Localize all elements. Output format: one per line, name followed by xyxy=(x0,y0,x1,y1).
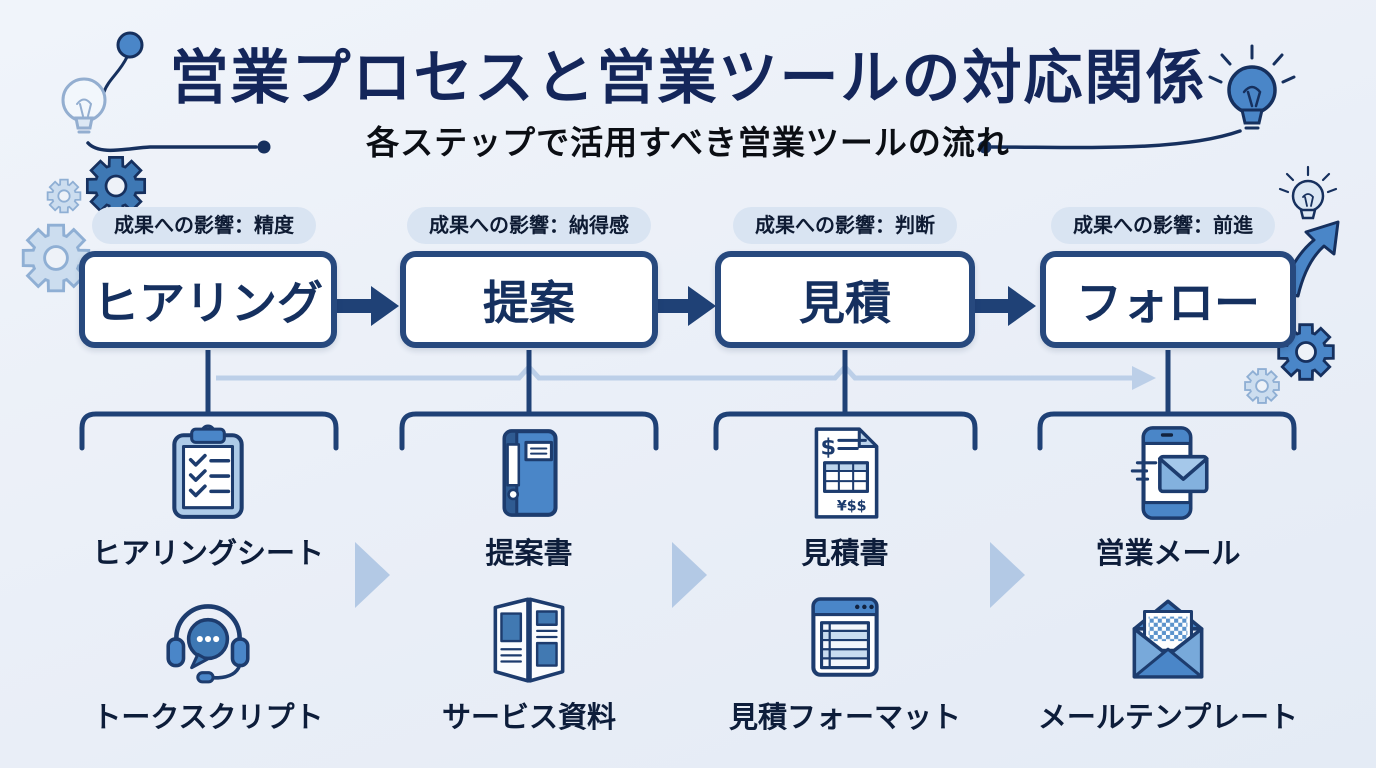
tools-bracket xyxy=(79,411,1297,451)
step-box-estimate: 見積 xyxy=(715,251,975,348)
clipboard-checklist-icon xyxy=(172,424,244,519)
tool-label: トークスクリプト xyxy=(92,700,324,734)
tool-label: 提案書 xyxy=(485,536,573,570)
step-box-hearing: ヒアリング xyxy=(79,251,337,348)
brochure-icon xyxy=(493,597,565,683)
svg-text:$: $ xyxy=(821,435,837,461)
impact-badge-hearing: 成果への影響：精度 xyxy=(92,207,316,244)
tool-label: 見積書 xyxy=(801,536,889,570)
step-connector xyxy=(205,350,1171,414)
svg-text:¥$$: ¥$$ xyxy=(837,499,867,515)
proposal-binder-icon xyxy=(502,429,558,517)
tool-label: メールテンプレート xyxy=(1037,700,1299,734)
phone-mail-icon xyxy=(1130,426,1209,520)
tool-label: ヒアリングシート xyxy=(91,536,325,570)
page-title: 営業プロセスと営業ツールの対応関係 xyxy=(169,43,1207,112)
impact-badge-follow: 成果への影響：前進 xyxy=(1051,207,1275,244)
lightbulb-small-icon xyxy=(1278,165,1338,220)
step-box-proposal: 提案 xyxy=(400,251,658,348)
mail-template-icon xyxy=(1132,599,1204,679)
headset-chat-icon xyxy=(166,604,250,684)
timeline-arrow xyxy=(216,363,1156,390)
impact-badge-proposal: 成果への影響：納得感 xyxy=(407,207,651,244)
next-triangle-icon xyxy=(355,542,1025,608)
step-box-follow: フォロー xyxy=(1040,251,1296,348)
tool-label: 見積フォーマット xyxy=(728,700,962,734)
tool-label: 営業メール xyxy=(1095,536,1241,570)
page-subtitle: 各ステップで活用すべき営業ツールの流れ xyxy=(366,123,1010,162)
spreadsheet-window-icon xyxy=(811,597,879,677)
tool-label: サービス資料 xyxy=(441,700,617,734)
invoice-icon: $ ¥$$ xyxy=(814,427,879,519)
impact-badge-estimate: 成果への影響：判断 xyxy=(733,207,957,244)
